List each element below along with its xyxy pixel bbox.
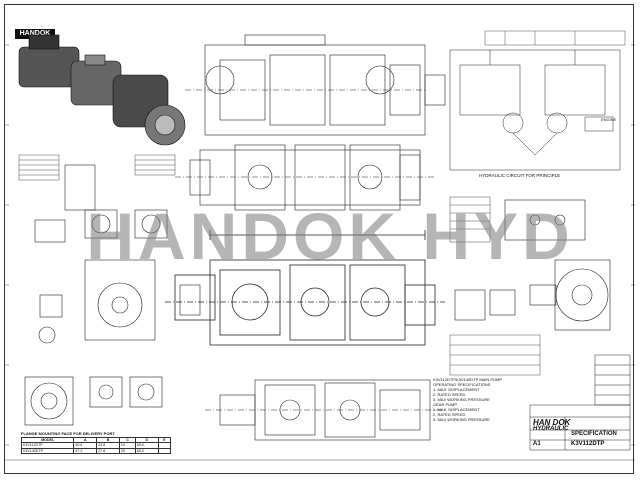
scale-label: A1 (533, 441, 541, 447)
company-name-line2: HYDRAULIC (533, 426, 569, 432)
company-name-line1: HAN DOK (533, 418, 571, 427)
pump-bottom-view (205, 379, 445, 441)
spec-notes: K3V112DTP/K3V140DTP MAIN PUMP OPERATING … (433, 377, 528, 422)
flange-faces (24, 376, 163, 426)
table-header-cell: C (118, 436, 136, 444)
right-side-views (454, 199, 611, 331)
pump-main-view (165, 230, 445, 346)
flange-table-title: FLANGE MOUNTING FACE FOR DELIVERY PORT (21, 431, 115, 436)
title-block-frame (529, 354, 631, 451)
table-cell (157, 447, 172, 455)
table-header-cell: E (157, 436, 172, 444)
engine-label: ENGINE (601, 117, 617, 122)
pump-front-view (175, 144, 435, 211)
spec-note: 3. MAX WORKING PRESSURE (433, 417, 490, 422)
table-cell: 27.8 (96, 447, 120, 455)
specification-label: SPECIFICATION (571, 431, 617, 437)
table-row: K3V140DTP 57.2 27.8 25 M12 (20, 447, 172, 455)
technical-drawing (5, 30, 635, 461)
pump-top-view (185, 34, 446, 136)
flange-table: MODEL A B C D E K3V112DTP 50.8 23.8 19 M… (20, 436, 172, 455)
spec-note: 1. MAX. DISPLACEMENT (433, 387, 480, 392)
spec-note: 3. MAX WORKING PRESSURE (433, 397, 490, 402)
drawing-sheet: HANDOK (4, 4, 635, 474)
left-spec-tables (18, 154, 176, 181)
drawing-number: K3V112DTP (571, 441, 605, 447)
table-cell: M12 (134, 447, 159, 455)
spec-note: 2. RATED SPEED (433, 392, 466, 397)
spec-note: 1. MAX. DISPLACEMENT (433, 407, 480, 412)
table-header-row: MODEL A B C D E (20, 436, 172, 444)
pump-3d-illustration (18, 34, 186, 146)
spec-note: K3V112DTP/K3V140DTP MAIN PUMP (433, 377, 502, 382)
table-cell: 25 (118, 447, 136, 455)
table-cell: 57.2 (73, 447, 98, 455)
left-side-views (34, 164, 201, 344)
spec-note: GEAR PUMP (433, 402, 458, 407)
spec-note: 2. RATED SPEED (433, 412, 466, 417)
border-scale-ticks (5, 44, 635, 446)
table-cell: K3V140DTP (20, 447, 75, 455)
table-header-cell: MODEL (20, 436, 75, 444)
top-right-revision-block (484, 30, 626, 46)
hydraulic-circuit-schematic (449, 49, 621, 171)
mid-spec-tables (449, 196, 541, 376)
handok-logo: HANDOK (15, 29, 55, 39)
spec-note: OPERATING SPECIFICATIONS (433, 382, 491, 387)
hydraulic-circuit-label: HYDRAULIC CIRCUIT FOR PRINCIPLE (479, 173, 561, 178)
